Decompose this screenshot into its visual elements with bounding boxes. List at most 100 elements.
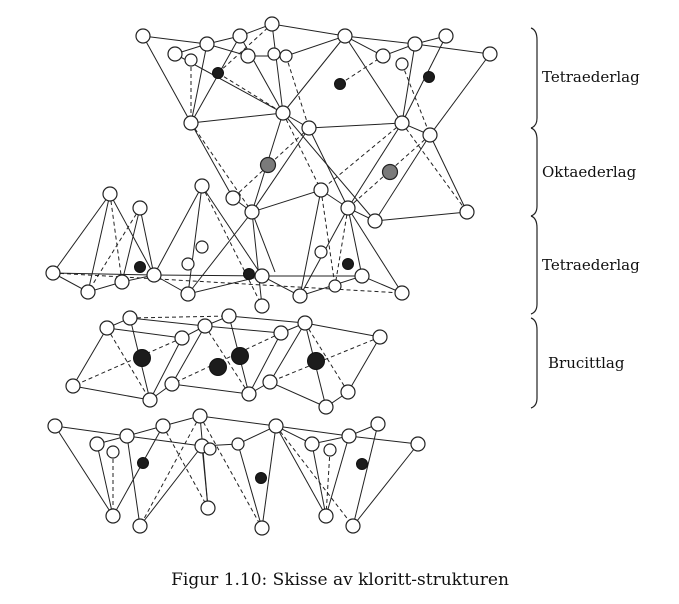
oxygen-atom [199,36,215,52]
oxygen-atom [195,240,209,254]
oxygen-atom [244,204,260,220]
atoms-tetrahedral-layer-lower [45,178,410,314]
oxygen-atom [345,518,361,534]
hydroxyl-atom [297,315,313,331]
oxygen-atom [80,284,96,300]
oxygen-atom [407,36,423,52]
oxygen-atom [367,213,383,229]
oxygen-atom [292,288,308,304]
oxygen-atom [314,245,328,259]
oxygen-atom [313,182,329,198]
hydroxyl-atom [372,329,388,345]
tetrahedral-cation [356,458,368,470]
hydroxyl-atom [164,376,180,392]
bonds-tetrahedral-layer-lower [52,185,403,307]
oxygen-atom [106,445,120,459]
oxygen-atom [459,204,475,220]
hydroxyl-atom [65,378,81,394]
brucite-cation [231,347,249,365]
oxygen-atom [268,418,284,434]
oxygen-atom [301,120,317,136]
oxygen-atom [337,28,353,44]
layer-label-brucite: Brucittlag [548,354,625,372]
oxygen-atom [132,518,148,534]
tetrahedral-cation [243,268,255,280]
oxygen-atom [89,436,105,452]
oxygen-atom [279,49,293,63]
oxygen-atom [181,257,195,271]
hydroxyl-atom [142,392,158,408]
oxygen-atom [318,508,334,524]
tetrahedral-cation [255,472,267,484]
oxygen-atom [167,46,183,62]
hydroxyl-atom [221,308,237,324]
oxygen-atom [438,28,454,44]
oxygen-atom [254,268,270,284]
oxygen-atom [47,418,63,434]
oxygen-atom [328,279,342,293]
oxygen-atom [135,28,151,44]
oxygen-atom [267,47,281,61]
oxygen-atom [231,437,245,451]
hydroxyl-atom [262,374,278,390]
oxygen-atom [184,53,198,67]
oxygen-atom [394,285,410,301]
brace-octahedral [530,127,538,217]
hydroxyl-atom [122,310,138,326]
oxygen-atom [232,28,248,44]
brace-tetrahedral-lower [530,215,538,315]
oxygen-atom [203,442,217,456]
oxygen-atom [102,186,118,202]
figure-caption: Figur 1.10: Skisse av kloritt-strukturen [171,570,509,590]
oxygen-atom [275,105,291,121]
oxygen-atom [410,436,426,452]
oxygen-atom [146,267,162,283]
oxygen-atom [422,127,438,143]
oxygen-atom [200,500,216,516]
oxygen-atom [375,48,391,64]
oxygen-atom [45,265,61,281]
hydroxyl-atom [318,399,334,415]
bonds-brucite-layer [72,315,381,408]
oxygen-atom [370,416,386,432]
oxygen-atom [264,16,280,32]
oxygen-atom [395,57,409,71]
hydroxyl-atom [273,325,289,341]
hydroxyl-atom [99,320,115,336]
oxygen-atom [132,200,148,216]
atoms-octahedral-layer [183,105,475,229]
oxygen-atom [225,190,241,206]
hydroxyl-atom [241,386,257,402]
tetrahedral-cation [134,261,146,273]
oxygen-atom [340,200,356,216]
hydroxyl-atom [340,384,356,400]
octahedral-cation [259,156,277,174]
tetrahedral-cation [342,258,354,270]
oxygen-atom [180,286,196,302]
brucite-cation [133,349,151,367]
oxygen-atom [254,298,270,314]
brace-tetrahedral-top [530,27,538,129]
layer-label-tetrahedral-lower: Tetraederlag [542,256,640,274]
brucite-cation [307,352,325,370]
oxygen-atom [304,436,320,452]
oxygen-atom [105,508,121,524]
oxygen-atom [119,428,135,444]
oxygen-atom [394,115,410,131]
atoms-tetrahedral-layer-bottom [47,408,426,536]
oxygen-atom [114,274,130,290]
tetrahedral-cation [423,71,435,83]
oxygen-atom [192,408,208,424]
tetrahedral-cation [334,78,346,90]
oxygen-atom [341,428,357,444]
atoms-brucite-layer [65,308,388,415]
oxygen-atom [323,443,337,457]
octahedral-cation [381,163,399,181]
tetrahedral-cation [212,67,224,79]
tetrahedral-cation [137,457,149,469]
brace-brucite [530,317,538,409]
oxygen-atom [155,418,171,434]
atoms-tetrahedral-layer-top [135,16,498,90]
oxygen-atom [183,115,199,131]
